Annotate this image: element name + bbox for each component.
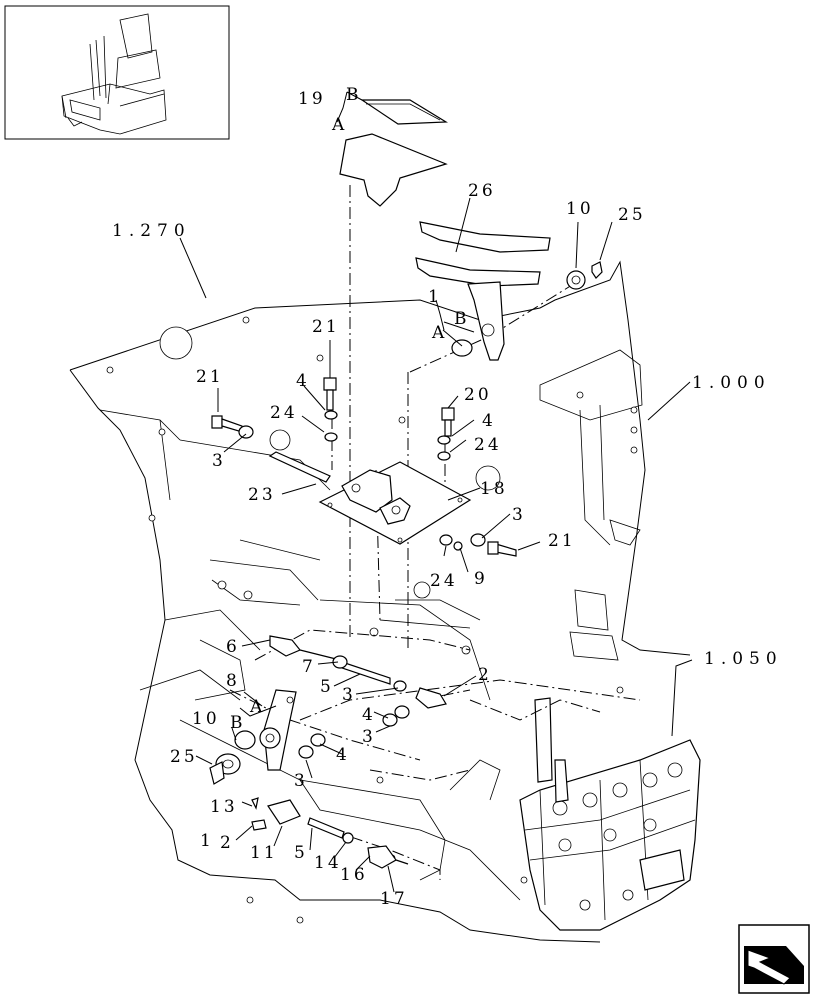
callout-1-top: 1 [428, 287, 442, 307]
callout-3-e: 3 [294, 771, 308, 791]
callout-3-c: 3 [342, 685, 356, 705]
ref-1050: 1.050 [704, 649, 783, 669]
callout-17: 17 [380, 889, 408, 909]
ref-1000: 1.000 [692, 373, 771, 393]
callout-8: 8 [226, 671, 240, 691]
callout-5-b: 5 [294, 843, 308, 863]
callout-14: 14 [314, 853, 342, 873]
callout-2-a: 2 [478, 665, 492, 685]
callout-b-low: B [230, 713, 246, 733]
callout-21-a: 21 [312, 317, 340, 337]
callout-2-b: 2 [220, 833, 234, 853]
bolts [211, 377, 517, 869]
ref-1270: 1.270 [112, 221, 191, 241]
callout-4-a: 4 [296, 371, 310, 391]
callout-24-c: 24 [430, 571, 458, 591]
callout-26: 26 [468, 181, 496, 201]
next-page-arrow-icon[interactable] [738, 924, 810, 994]
leader-lines [179, 91, 693, 893]
callout-5-a: 5 [320, 677, 334, 697]
callout-23: 23 [248, 485, 276, 505]
callout-4-d: 4 [336, 745, 350, 765]
callout-3-a: 3 [212, 451, 226, 471]
callout-4-c: 4 [362, 705, 376, 725]
callout-9: 9 [474, 569, 488, 589]
callout-19: 19 [298, 89, 326, 109]
pedal-cover-plates [339, 99, 448, 207]
callout-21-c: 21 [548, 531, 576, 551]
callout-21-b: 21 [196, 367, 224, 387]
callout-13: 13 [210, 797, 238, 817]
callout-20: 20 [464, 385, 492, 405]
frame-housing [69, 260, 691, 943]
pedal-bracket [318, 461, 472, 545]
callout-3-d: 3 [362, 727, 376, 747]
callout-4-b: 4 [482, 411, 496, 431]
pedal-pads [415, 221, 551, 361]
callout-16: 16 [340, 865, 368, 885]
callout-a-low: A [249, 697, 265, 717]
callout-1-low: 1 [200, 831, 214, 851]
callout-24-a: 24 [270, 403, 298, 423]
control-valve-block [519, 697, 701, 931]
callout-18: 18 [480, 479, 508, 499]
callout-11: 11 [250, 843, 278, 863]
callout-25-top: 25 [618, 205, 646, 225]
callout-7: 7 [302, 657, 316, 677]
callout-a-top: A [331, 115, 347, 135]
lever-arm [259, 689, 297, 771]
callout-b-top: B [346, 85, 362, 105]
callout-24-b: 24 [474, 435, 502, 455]
callout-6: 6 [226, 637, 240, 657]
callout-10-low: 10 [192, 709, 220, 729]
callout-a-mid: A [431, 323, 447, 343]
seat-thumbnail [4, 5, 230, 140]
assembly-lines [229, 185, 641, 880]
bushings-and-washers [209, 261, 603, 785]
callout-b-mid: B [454, 309, 470, 329]
callout-10-top: 10 [566, 199, 594, 219]
callout-3-b: 3 [512, 505, 526, 525]
callout-25-low: 25 [170, 747, 198, 767]
